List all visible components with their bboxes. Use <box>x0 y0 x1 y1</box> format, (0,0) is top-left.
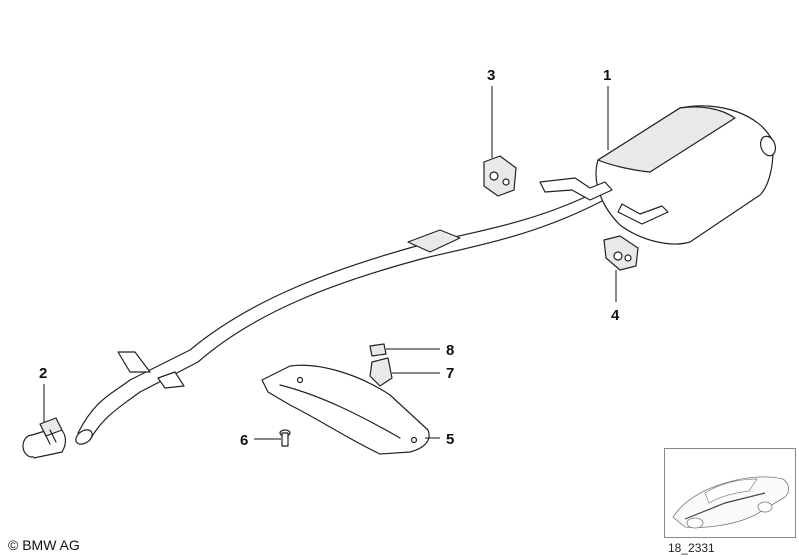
callout-1: 1 <box>603 67 611 84</box>
hex-nut <box>369 343 387 357</box>
clip-nut <box>369 357 393 387</box>
leader-lines <box>43 86 617 440</box>
callout-5: 5 <box>446 431 454 448</box>
copyright-text: © BMW AG <box>8 537 80 553</box>
rubber-mount-upper <box>483 155 517 197</box>
callout-7: 7 <box>446 365 454 382</box>
car-thumbnail-icon <box>672 476 789 529</box>
screw <box>279 429 291 447</box>
rubber-mount-lower <box>603 235 639 271</box>
callout-3: 3 <box>487 67 495 84</box>
mounting-bracket <box>261 364 430 455</box>
callout-6: 6 <box>240 432 248 449</box>
callout-4: 4 <box>611 307 620 324</box>
callout-2: 2 <box>39 365 47 382</box>
pipe-clamp <box>22 417 67 459</box>
car-thumbnail <box>664 448 796 538</box>
callout-8: 8 <box>446 342 454 359</box>
diagram-reference-code: 18_2331 <box>668 541 715 555</box>
rear-muffler <box>539 105 777 245</box>
